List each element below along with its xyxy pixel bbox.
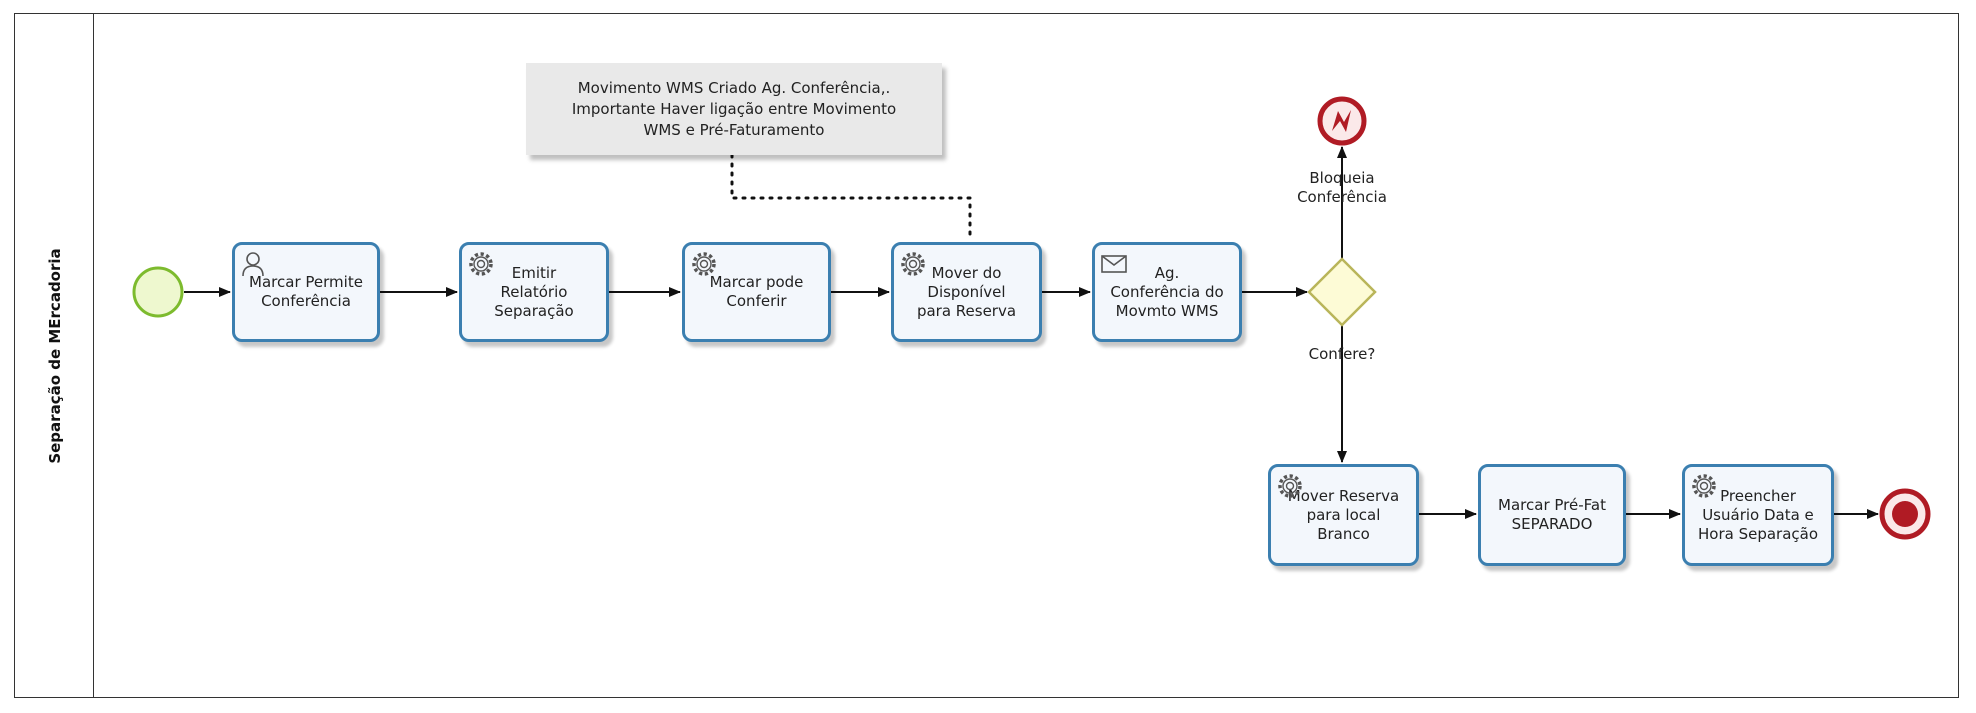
gear-icon — [466, 249, 496, 279]
gear-icon — [1689, 471, 1719, 501]
task-label: Ag. Conferência do Movmto WMS — [1110, 263, 1224, 320]
task-mover-reserva[interactable]: Mover Reserva para local Branco — [1268, 464, 1419, 566]
task-label: Marcar Permite Conferência — [249, 273, 363, 310]
task-marcar-pode-conferir[interactable]: Marcar pode Conferir — [682, 242, 831, 342]
gear-icon — [1275, 471, 1305, 501]
task-preencher-usuario[interactable]: Preencher Usuário Data e Hora Separação — [1682, 464, 1834, 566]
task-emitir-relatorio[interactable]: Emitir Relatório Separação — [459, 242, 609, 342]
task-label: Preencher Usuário Data e Hora Separação — [1697, 486, 1819, 543]
task-label: Marcar pode Conferir — [709, 273, 804, 310]
gateway-label: Confere? — [1308, 345, 1376, 363]
task-label: Marcar Pré-Fat SEPARADO — [1498, 496, 1606, 533]
task-ag-conferencia[interactable]: Ag. Conferência do Movmto WMS — [1092, 242, 1242, 342]
task-marcar-pre-fat[interactable]: Marcar Pré-Fat SEPARADO — [1478, 464, 1626, 566]
task-label: Mover Reserva para local Branco — [1287, 486, 1400, 543]
task-marcar-permite-conferencia[interactable]: Marcar Permite Conferência — [232, 242, 380, 342]
error-end-event[interactable] — [1317, 96, 1367, 146]
task-mover-do-disponivel[interactable]: Mover do Disponível para Reserva — [891, 242, 1042, 342]
text-annotation[interactable]: Movimento WMS Criado Ag. Conferência,. I… — [526, 63, 942, 155]
pool: Separação de MErcadoria — [14, 13, 1959, 698]
exclusive-gateway[interactable] — [1307, 257, 1377, 327]
task-label: Mover do Disponível para Reserva — [916, 263, 1017, 320]
end-event[interactable] — [1879, 488, 1931, 540]
gear-icon — [689, 249, 719, 279]
lane-header: Separação de MErcadoria — [15, 14, 94, 697]
error-event-label: Bloqueia Conferência — [1297, 169, 1387, 206]
lightning-icon — [1332, 110, 1351, 132]
start-event[interactable] — [132, 266, 184, 318]
envelope-icon — [1099, 249, 1129, 279]
user-icon — [239, 249, 269, 279]
gear-icon — [898, 249, 928, 279]
task-label: Emitir Relatório Separação — [494, 263, 574, 320]
annotation-association — [730, 153, 972, 242]
